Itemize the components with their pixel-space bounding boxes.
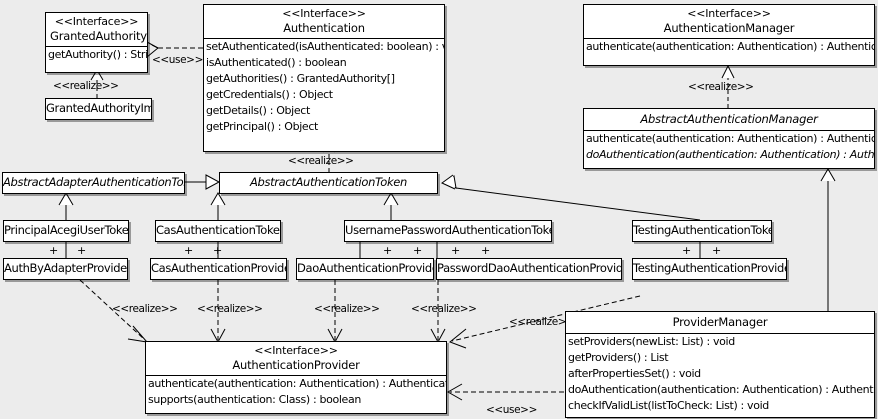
- class-name-label: CasAuthenticationToken: [156, 223, 281, 237]
- assoc-marker-plus: +: [383, 244, 393, 257]
- operation-row: getCredentials() : Object: [206, 88, 333, 102]
- class-header: AbstractAuthenticationManager: [584, 109, 874, 130]
- class-name-label: TestingAuthenticationToken: [633, 223, 772, 237]
- class-name-label: TestingAuthenticationProvider: [633, 261, 787, 275]
- class-testing-authentication-token[interactable]: TestingAuthenticationToken: [632, 220, 772, 242]
- assoc-marker-plus: +: [77, 244, 87, 257]
- class-abstract-authentication-manager[interactable]: AbstractAuthenticationManager authentica…: [583, 108, 875, 169]
- class-name-label: ProviderManager: [672, 315, 768, 329]
- class-name-label: AuthByAdapterProvider: [4, 261, 128, 275]
- class-name-label: CasAuthenticationProvider: [151, 261, 287, 275]
- class-authentication-manager[interactable]: <<Interface>> AuthenticationManager auth…: [583, 4, 875, 66]
- class-authentication-provider[interactable]: <<Interface>> AuthenticationProvider aut…: [145, 341, 447, 414]
- edge-label-realize-dao-provider: <<realize>>: [314, 303, 380, 315]
- class-name-label: GrantedAuthority: [50, 28, 147, 43]
- operation-row: getAuthorities() : GrantedAuthority[]: [206, 72, 395, 86]
- stereotype-label: <<Interface>>: [687, 7, 771, 20]
- edge-generalize-principal-token: [58, 192, 74, 220]
- edge-label-realize-granted-authority-impl: <<realize>>: [53, 80, 119, 92]
- class-authentication[interactable]: <<Interface>> Authentication setAuthenti…: [203, 4, 445, 152]
- class-header: <<Interface>> GrantedAuthority: [46, 13, 147, 46]
- edge-label-realize-auth-by-adapter: <<realize>>: [112, 303, 178, 315]
- operation-row: setAuthenticated(isAuthenticated: boolea…: [206, 40, 444, 54]
- operation-row: afterPropertiesSet() : void: [568, 367, 701, 381]
- edge-generalize-username-password-token: [383, 192, 399, 220]
- operations-compartment: getAuthority() : String: [46, 46, 147, 63]
- operations-compartment: setAuthenticated(isAuthenticated: boolea…: [204, 38, 444, 135]
- class-auth-by-adapter-provider[interactable]: AuthByAdapterProvider: [3, 258, 128, 280]
- class-cas-authentication-token[interactable]: CasAuthenticationToken: [155, 220, 281, 242]
- class-abstract-authentication-token[interactable]: AbstractAuthenticationToken: [219, 172, 438, 194]
- class-provider-manager[interactable]: ProviderManager setProviders(newList: Li…: [565, 311, 875, 418]
- edge-label-realize-authentication-manager: <<realize>>: [688, 81, 754, 93]
- operation-row: isAuthenticated() : boolean: [206, 56, 347, 70]
- stereotype-label: <<Interface>>: [54, 15, 139, 28]
- edge-label-use-granted-authority: <<use>>: [152, 54, 203, 66]
- operation-row: checkIfValidList(listToCheck: List) : vo…: [568, 399, 769, 413]
- edge-label-realize-password-dao-provider: <<realize>>: [411, 303, 477, 315]
- class-name-label: AbstractAuthenticationToken: [250, 175, 407, 189]
- edge-generalize-provider-manager: [820, 168, 836, 311]
- operation-row: authenticate(authentication: Authenticat…: [148, 377, 446, 391]
- operation-row: authenticate(authentication: Authenticat…: [586, 132, 874, 146]
- operations-compartment: authenticate(authentication: Authenticat…: [584, 38, 874, 55]
- class-password-dao-authentication-provider[interactable]: PasswordDaoAuthenticationProvider: [436, 258, 622, 280]
- edge-label-realize-cas-provider: <<realize>>: [197, 303, 263, 315]
- class-abstract-adapter-authentication-token[interactable]: AbstractAdapterAuthenticationToken: [2, 172, 185, 194]
- class-name-label: PrincipalAcegiUserToken: [4, 223, 129, 237]
- operation-row: setProviders(newList: List) : void: [568, 335, 735, 349]
- assoc-marker-plus: +: [682, 244, 692, 257]
- class-cas-authentication-provider[interactable]: CasAuthenticationProvider: [150, 258, 287, 280]
- stereotype-label: <<Interface>>: [254, 344, 338, 357]
- class-header: ProviderManager: [566, 312, 874, 333]
- class-dao-authentication-provider[interactable]: DaoAuthenticationProvider: [296, 258, 434, 280]
- class-granted-authority[interactable]: <<Interface>> GrantedAuthority getAuthor…: [45, 12, 148, 73]
- operations-compartment: setProviders(newList: List) : void getPr…: [566, 333, 874, 414]
- assoc-marker-plus: +: [49, 244, 59, 257]
- edge-label-use-provider-manager: <<use>>: [486, 404, 537, 416]
- edge-label-realize-authentication: <<realize>>: [288, 155, 354, 167]
- class-header: <<Interface>> Authentication: [204, 5, 444, 38]
- assoc-marker-plus: +: [213, 244, 223, 257]
- assoc-marker-plus: +: [481, 244, 491, 257]
- class-name-label: PasswordDaoAuthenticationProvider: [437, 261, 622, 275]
- assoc-marker-plus: +: [712, 244, 722, 257]
- class-name-label: AuthenticationManager: [663, 20, 795, 35]
- edge-generalize-cas-token: [210, 192, 226, 220]
- class-name-label: GrantedAuthorityImpl: [46, 101, 151, 115]
- class-principal-acegi-user-token[interactable]: PrincipalAcegiUserToken: [3, 220, 129, 242]
- class-username-password-authentication-token[interactable]: UsernamePasswordAuthenticationToken: [344, 220, 552, 242]
- operation-row: getAuthority() : String: [48, 48, 147, 62]
- class-name-label: AbstractAdapterAuthenticationToken: [3, 175, 185, 189]
- class-testing-authentication-provider[interactable]: TestingAuthenticationProvider: [632, 258, 787, 280]
- class-header: <<Interface>> AuthenticationManager: [584, 5, 874, 38]
- class-name-label: AbstractAuthenticationManager: [640, 112, 818, 126]
- class-header: <<Interface>> AuthenticationProvider: [146, 342, 446, 375]
- class-name-label: DaoAuthenticationProvider: [297, 261, 434, 275]
- class-name-label: Authentication: [283, 20, 365, 35]
- class-name-label: AuthenticationProvider: [232, 357, 360, 372]
- operation-row: getPrincipal() : Object: [206, 120, 318, 134]
- assoc-marker-plus: +: [413, 244, 423, 257]
- class-granted-authority-impl[interactable]: GrantedAuthorityImpl: [45, 98, 152, 120]
- class-name-label: UsernamePasswordAuthenticationToken: [345, 223, 552, 237]
- operations-compartment: authenticate(authentication: Authenticat…: [584, 130, 874, 163]
- operation-row: authenticate(authentication: Authenticat…: [586, 40, 874, 54]
- operation-row: doAuthentication(authentication: Authent…: [568, 383, 874, 397]
- assoc-marker-plus: +: [451, 244, 461, 257]
- operation-row: doAuthentication(authentication: Authent…: [586, 148, 874, 162]
- edge-generalize-adapter-token: [185, 174, 221, 190]
- stereotype-label: <<Interface>>: [282, 7, 366, 20]
- operation-row: getProviders() : List: [568, 351, 669, 365]
- operation-row: getDetails() : Object: [206, 104, 310, 118]
- edge-generalize-testing-token: [441, 174, 701, 221]
- assoc-marker-plus: +: [184, 244, 194, 257]
- operation-row: supports(authentication: Class) : boolea…: [148, 393, 361, 407]
- operations-compartment: authenticate(authentication: Authenticat…: [146, 375, 446, 408]
